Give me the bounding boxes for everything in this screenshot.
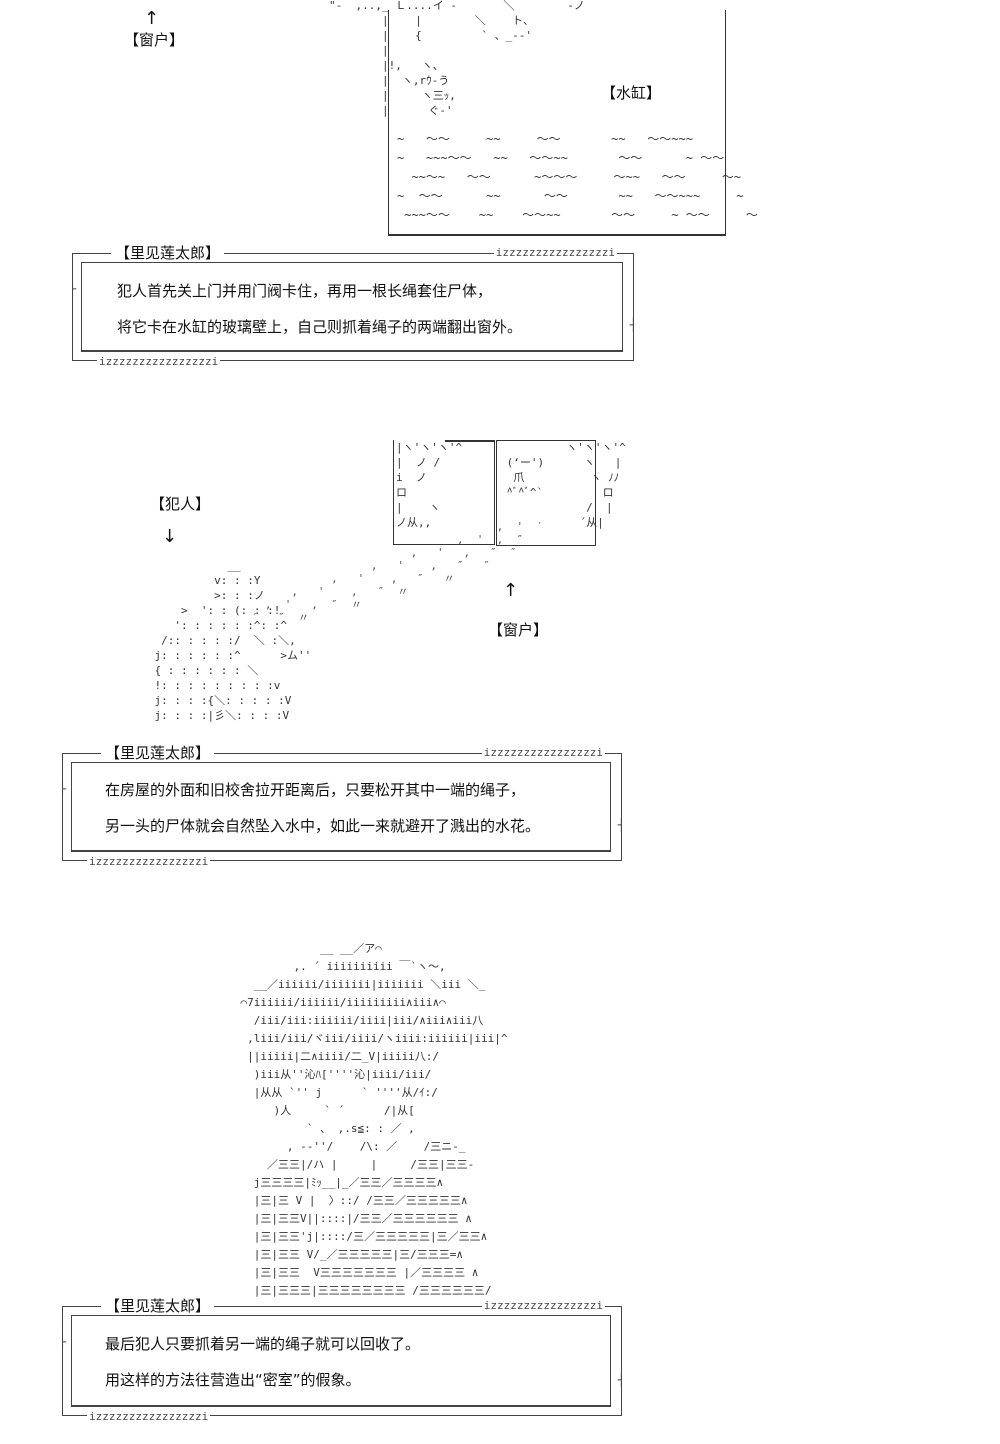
dialogue-box-3: 【里见莲太郎】 izzzzzzzzzzzzzzzzi izzzzzzzzzzzz… <box>59 1296 625 1424</box>
box-tag-top: izzzzzzzzzzzzzzzzi <box>481 746 605 760</box>
rope-lines-art: , ' ′ , ' , ″ , ' , ″ ″ , ' , ″ ″ , ' , … <box>251 520 544 624</box>
dialogue-box-1: 【里见莲太郎】 izzzzzzzzzzzzzzzzi izzzzzzzzzzzz… <box>69 243 637 369</box>
speaker-name: 【里见莲太郎】 <box>111 243 225 263</box>
culprit-figure-art: __ v: : :Y >: : :ノ > ': : (: : :! ': : :… <box>154 559 312 722</box>
water-tank: "‐ ,..,_ Ｌ....イ ‐ ＼ ‐ノ | | ＼ ト、 | { ` 、_… <box>329 0 758 236</box>
box-tag-top: izzzzzzzzzzzzzzzzi <box>493 246 617 260</box>
box-tag-bottom: izzzzzzzzzzzzzzzzi <box>97 355 221 369</box>
box-tag-bottom: izzzzzzzzzzzzzzzzi <box>87 855 211 869</box>
dialogue-box-2: 【里见莲太郎】 izzzzzzzzzzzzzzzzi izzzzzzzzzzzz… <box>59 743 625 869</box>
window-face-art: ヽ'ヽ'ヽ'^ (‘ー') ヽ | 爪 ヽ ﾉﾉ ^ﾞ^ﾞ^` ロ / | ´从… <box>506 441 626 529</box>
window-right-pane <box>496 440 596 546</box>
satomi-character-art: __ __／ア⌒ ,. ´ iiiiiiiiii ￣`ヽ～, __／iiiiii… <box>240 942 508 1297</box>
dialogue-inner-frame <box>81 262 623 352</box>
water-surface: ~ ～～ ~~ ～～ ~~ ～～~~~ ~ ~~~～～ ~~ ～～~~ ～～ ~… <box>397 132 758 222</box>
dialogue-line: 在房屋的外面和旧校舍拉开距离后，只要松开其中一端的绳子， <box>105 781 526 799</box>
culprit-label: 【犯人】 <box>150 495 211 513</box>
window-curtain-art: |ヽ'ヽ'ヽ'^ | ノ / i ノ ロ | ヽ ノ从,, <box>396 441 463 529</box>
window-left-pane <box>393 440 495 545</box>
dialogue-line: 最后犯人只要抓着另一端的绳子就可以回收了。 <box>105 1335 421 1353</box>
dialogue-line: 将它卡在水缸的玻璃壁上，自己则抓着绳子的两端翻出窗外。 <box>117 318 523 336</box>
window-label: 【窗户】 <box>124 31 185 49</box>
dialogue-line: 另一头的尸体就会自然坠入水中，如此一来就避开了溅出的水花。 <box>105 817 541 835</box>
window-label: 【窗户】 <box>488 621 549 639</box>
dialogue-inner-frame <box>71 1315 611 1407</box>
speaker-name: 【里见莲太郎】 <box>101 743 215 763</box>
window-arrow: ↑ <box>503 580 519 601</box>
tank-label: 【水缸】 <box>601 84 662 102</box>
window-top-edge <box>445 440 495 442</box>
box-tag-bottom: izzzzzzzzzzzzzzzzi <box>87 1410 211 1424</box>
box-tag-top: izzzzzzzzzzzzzzzzi <box>481 1299 605 1313</box>
culprit-arrow: ↓ <box>162 526 178 547</box>
window-arrow: ↑ <box>144 8 160 29</box>
body-figure-art: "‐ ,..,_ Ｌ....イ ‐ ＼ ‐ノ | | ＼ ト、 | { ` 、_… <box>329 0 585 117</box>
dialogue-line: 犯人首先关上门并用门阀卡住，再用一根长绳套住尸体， <box>117 282 493 300</box>
speaker-name: 【里见莲太郎】 <box>101 1296 215 1316</box>
dialogue-inner-frame <box>71 762 611 852</box>
dialogue-line: 用这样的方法往营造出“密室”的假象。 <box>105 1371 361 1389</box>
